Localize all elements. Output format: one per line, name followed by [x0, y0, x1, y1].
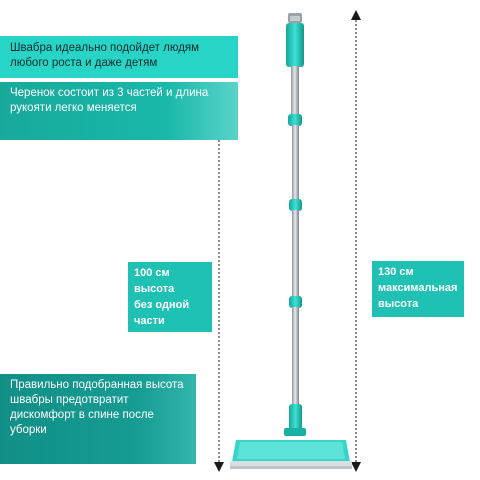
banner-top-text: Швабра идеально подойдет людям любого ро…	[10, 42, 200, 69]
banner-middle: Черенок состоит из 3 частей и длина руко…	[0, 82, 238, 140]
banner-middle-text: Черенок состоит из 3 частей и длина руко…	[10, 87, 209, 114]
callout-tall-line: 130 см	[378, 266, 414, 278]
callout-short-line: 100 см	[134, 267, 170, 279]
callout-tall-line: высота	[378, 298, 419, 310]
callout-short-height: 100 см высота без одной части	[128, 262, 212, 332]
banner-bottom-text: Правильно подобранная высота швабры пред…	[10, 379, 184, 436]
callout-short-line: части	[134, 315, 165, 327]
callout-short-line: высота	[134, 283, 175, 295]
callout-short-line: без одной	[134, 299, 190, 311]
banner-bottom: Правильно подобранная высота швабры пред…	[0, 374, 196, 464]
double-arrow-tall-icon	[351, 10, 361, 472]
banner-top: Швабра идеально подойдет людям любого ро…	[0, 36, 238, 78]
callout-tall-line: максимальная	[378, 282, 458, 294]
mop-icon	[230, 13, 352, 469]
callout-tall-height: 130 см максимальная высота	[372, 261, 464, 317]
double-arrow-short-icon	[214, 110, 224, 472]
